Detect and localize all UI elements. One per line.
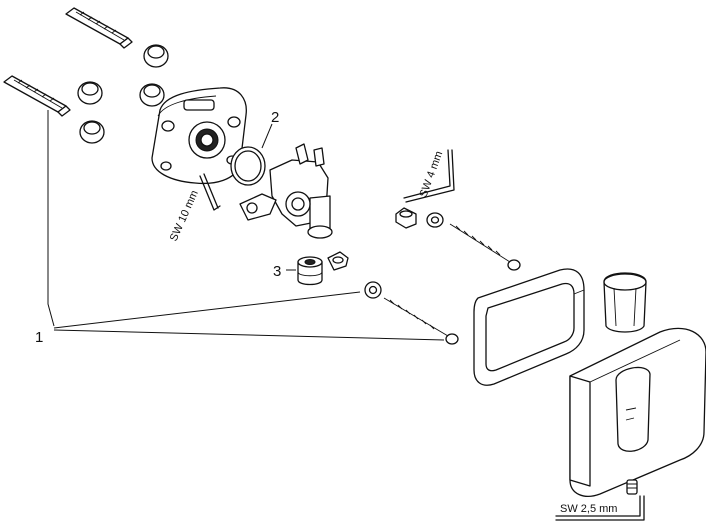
wood-screw-upper xyxy=(449,223,521,271)
plug-3 xyxy=(77,81,103,105)
holder-frame xyxy=(473,268,585,386)
shower-holder-block xyxy=(569,327,706,497)
wood-screw-lower xyxy=(383,297,459,345)
elbow-body xyxy=(239,143,333,239)
plug-2 xyxy=(139,83,165,107)
hex-key-4mm xyxy=(403,149,455,203)
small-set-screw xyxy=(327,251,349,271)
plug-4 xyxy=(79,120,105,144)
connection-nipple xyxy=(297,256,323,286)
washer-lower xyxy=(364,281,382,299)
tool-label-sw10: SW 10 mm xyxy=(168,189,201,244)
half-shell-insert xyxy=(603,272,647,333)
anchor-rod-upper xyxy=(65,7,133,49)
hex-key-10mm xyxy=(199,173,221,211)
hex-key-2-5mm xyxy=(555,495,645,521)
o-ring xyxy=(230,146,266,186)
callout-1: 1 xyxy=(35,329,43,346)
plug-1 xyxy=(143,44,169,68)
mounting-flange xyxy=(151,87,247,185)
grub-screw xyxy=(626,479,638,495)
callout-2: 2 xyxy=(271,109,279,126)
anchor-rod-lower xyxy=(3,75,71,117)
tool-label-sw4: SW 4 mm xyxy=(418,150,446,199)
cap-screw xyxy=(395,207,417,229)
callout-3: 3 xyxy=(273,263,281,280)
leader-lines xyxy=(47,110,445,341)
washer-upper xyxy=(426,212,444,228)
tool-label-sw25: SW 2,5 mm xyxy=(560,503,617,515)
